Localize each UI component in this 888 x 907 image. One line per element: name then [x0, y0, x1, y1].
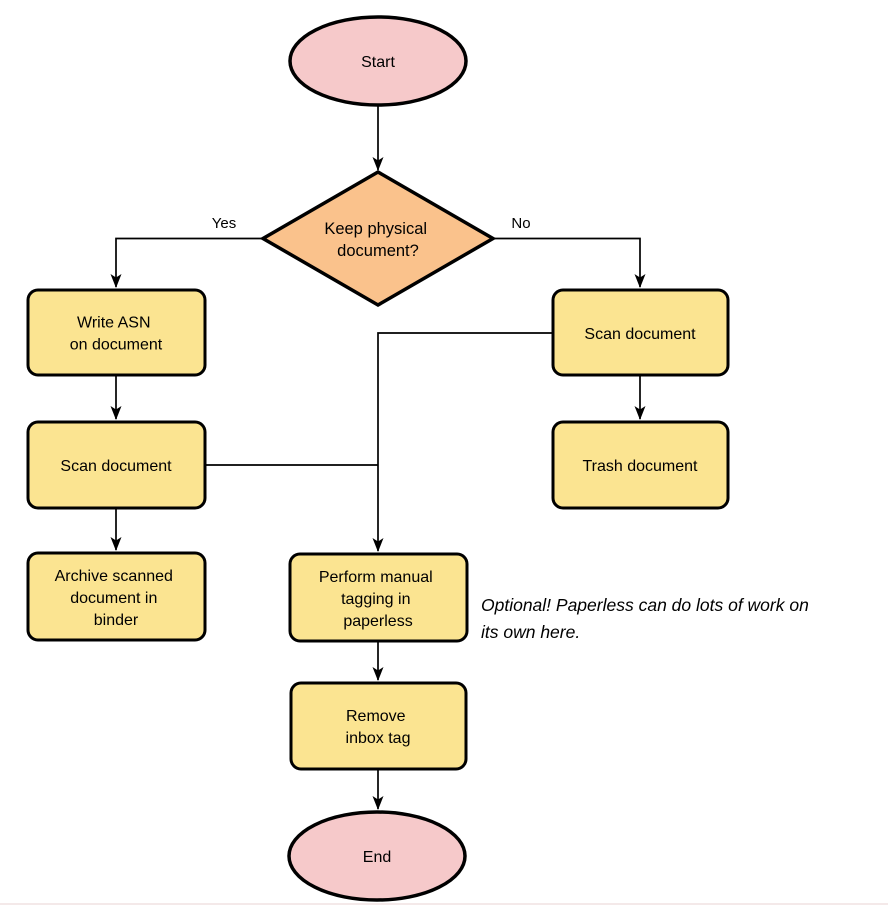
node-tagging: Perform manual tagging in paperless: [288, 552, 469, 643]
tagging-rect: [288, 552, 469, 643]
scan-left-label: Scan document: [60, 458, 172, 475]
node-write-asn: Write ASN on document: [26, 288, 207, 377]
edge-decision-no-to-scan-right: [493, 237, 646, 288]
end-ellipse: [287, 810, 467, 902]
node-decision: Keep physical document?: [259, 169, 497, 308]
edge-label-yes: Yes: [212, 215, 236, 232]
start-label: Start: [361, 54, 395, 71]
remove-inbox-label: Remove inbox tag: [346, 708, 411, 747]
optional-note: Optional! Paperless can do lots of work …: [481, 595, 814, 642]
node-scan-left: Scan document: [26, 420, 207, 510]
tagging-label: Perform manual tagging in paperless: [319, 569, 437, 630]
node-end: End: [287, 810, 467, 902]
node-start: Start: [288, 15, 468, 107]
node-trash: Trash document: [551, 420, 730, 510]
scan-right-label: Scan document: [584, 326, 696, 343]
remove-inbox-rect: [289, 681, 468, 771]
archive-rect: [26, 551, 207, 642]
end-label: End: [363, 849, 391, 866]
start-ellipse: [288, 15, 468, 107]
trash-label: Trash document: [582, 458, 698, 475]
scan-right-rect: [551, 288, 730, 377]
trash-rect: [551, 420, 730, 510]
node-archive: Archive scanned document in binder: [26, 551, 207, 642]
scan-left-rect: [26, 420, 207, 510]
write-asn-rect: [26, 288, 207, 377]
decision-diamond: [259, 169, 497, 308]
node-remove-inbox: Remove inbox tag: [289, 681, 468, 771]
decision-label: Keep physical document?: [324, 220, 431, 260]
edge-label-no: No: [511, 215, 530, 232]
archive-label: Archive scanned document in binder: [55, 568, 178, 629]
node-scan-right: Scan document: [551, 288, 730, 377]
edge-decision-yes-to-write-asn: [110, 237, 263, 288]
edge-scan-right-to-tagging: [372, 332, 553, 552]
write-asn-label: Write ASN on document: [70, 315, 163, 354]
